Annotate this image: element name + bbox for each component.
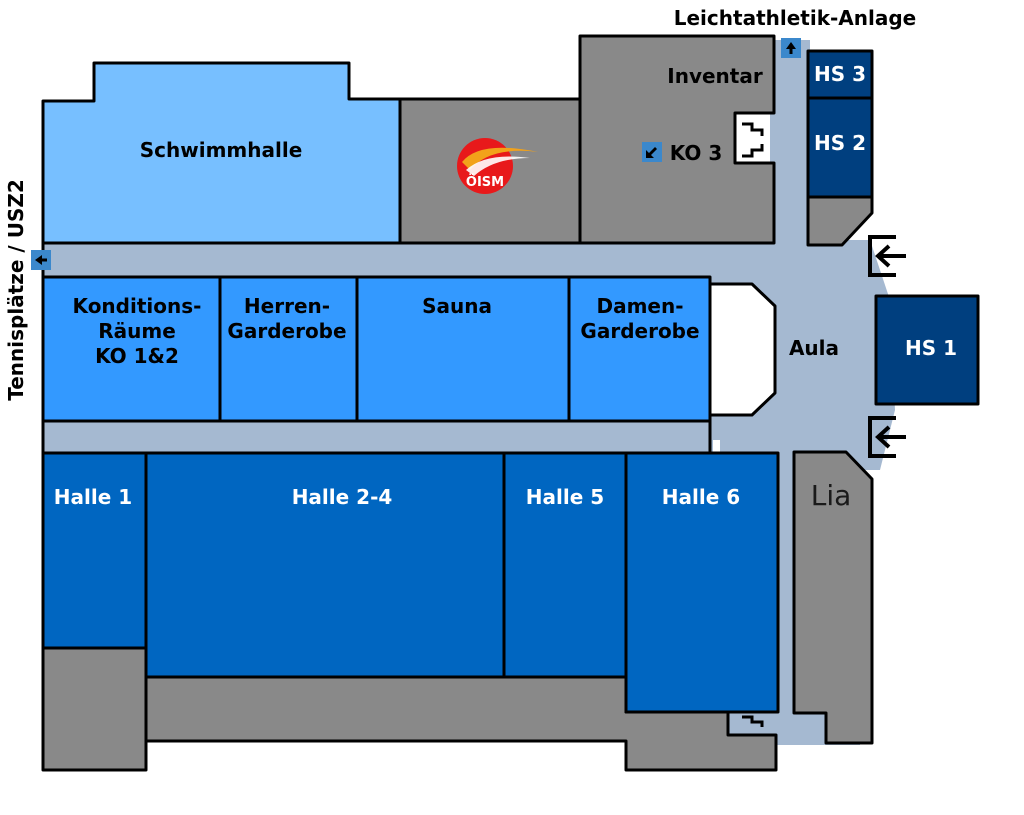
room-hs-2 — [806, 96, 874, 199]
label-halle-1: Halle 1 — [54, 485, 132, 509]
label-tennis: Tennisplätze / USZ2 — [4, 179, 28, 401]
lecture-halls — [806, 49, 980, 406]
stairs-icon — [742, 715, 764, 727]
oism-logo: ÖISM — [457, 138, 538, 194]
direction-arrow-icon — [31, 250, 51, 270]
entrance-arrow-icon — [868, 235, 906, 277]
room-hs-storage — [806, 195, 874, 247]
room-sauna — [355, 275, 571, 423]
label-aula: Aula — [789, 336, 839, 360]
label-herren-2: Garderobe — [227, 319, 346, 343]
room-white — [708, 282, 777, 417]
label-konditions-1: Konditions- — [73, 294, 202, 318]
room-schwimmhalle — [41, 61, 402, 245]
direction-arrow-icon — [781, 38, 801, 58]
room-konditionsraeume — [41, 275, 222, 423]
halls — [41, 451, 780, 714]
label-inventar: Inventar — [667, 64, 763, 88]
room-lia — [792, 450, 874, 745]
label-damen-1: Damen- — [596, 294, 683, 318]
room-halle-1 — [41, 451, 148, 650]
label-leichtathletik: Leichtathletik-Anlage — [674, 6, 917, 30]
label-lia: Lia — [811, 479, 852, 512]
label-halle-5: Halle 5 — [526, 485, 604, 509]
label-halle-2-4: Halle 2-4 — [292, 485, 393, 509]
label-hs1: HS 1 — [905, 336, 957, 360]
room-inventar — [578, 34, 776, 245]
label-ko3: KO 3 — [670, 141, 722, 165]
label-herren-1: Herren- — [244, 294, 330, 318]
label-damen-2: Garderobe — [580, 319, 699, 343]
room-halle1-storage — [41, 646, 148, 772]
room-halle-5 — [502, 451, 628, 679]
room-herren-garderobe — [218, 275, 359, 423]
label-hs2: HS 2 — [814, 131, 866, 155]
label-konditions-2: Räume — [98, 319, 176, 343]
oism-logo-text: ÖISM — [466, 174, 504, 190]
gray-rooms — [41, 34, 874, 772]
entrance-arrow-icon — [868, 416, 906, 458]
label-konditions-3: KO 1&2 — [95, 344, 179, 368]
room-halle-2-4 — [144, 451, 506, 679]
stairs-icon — [742, 122, 764, 158]
label-schwimmhalle: Schwimmhalle — [140, 138, 303, 162]
midblue-rooms — [41, 275, 712, 423]
label-sauna: Sauna — [422, 294, 492, 318]
room-hs-1 — [874, 294, 980, 406]
direction-arrow-icon — [642, 142, 662, 162]
label-halle-6: Halle 6 — [662, 485, 740, 509]
room-halle-6 — [624, 451, 780, 714]
label-hs3: HS 3 — [814, 62, 866, 86]
